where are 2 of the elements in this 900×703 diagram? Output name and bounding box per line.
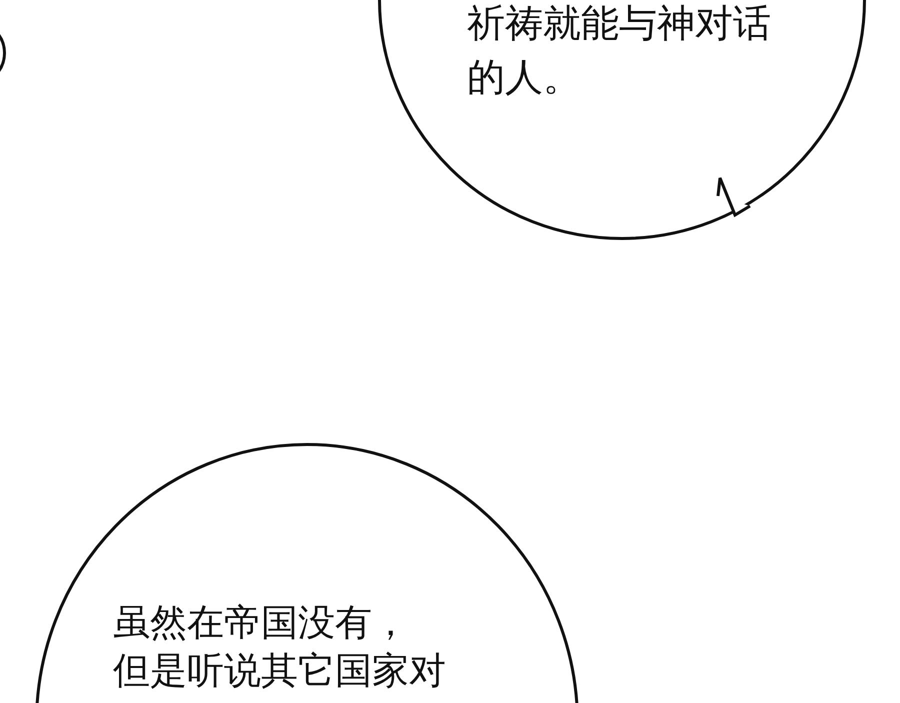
speech-text: 虽然在帝国没有，但是听说其它国家对: [113, 600, 443, 694]
speech-text: 祈祷就能与神对话的人。: [467, 0, 772, 101]
